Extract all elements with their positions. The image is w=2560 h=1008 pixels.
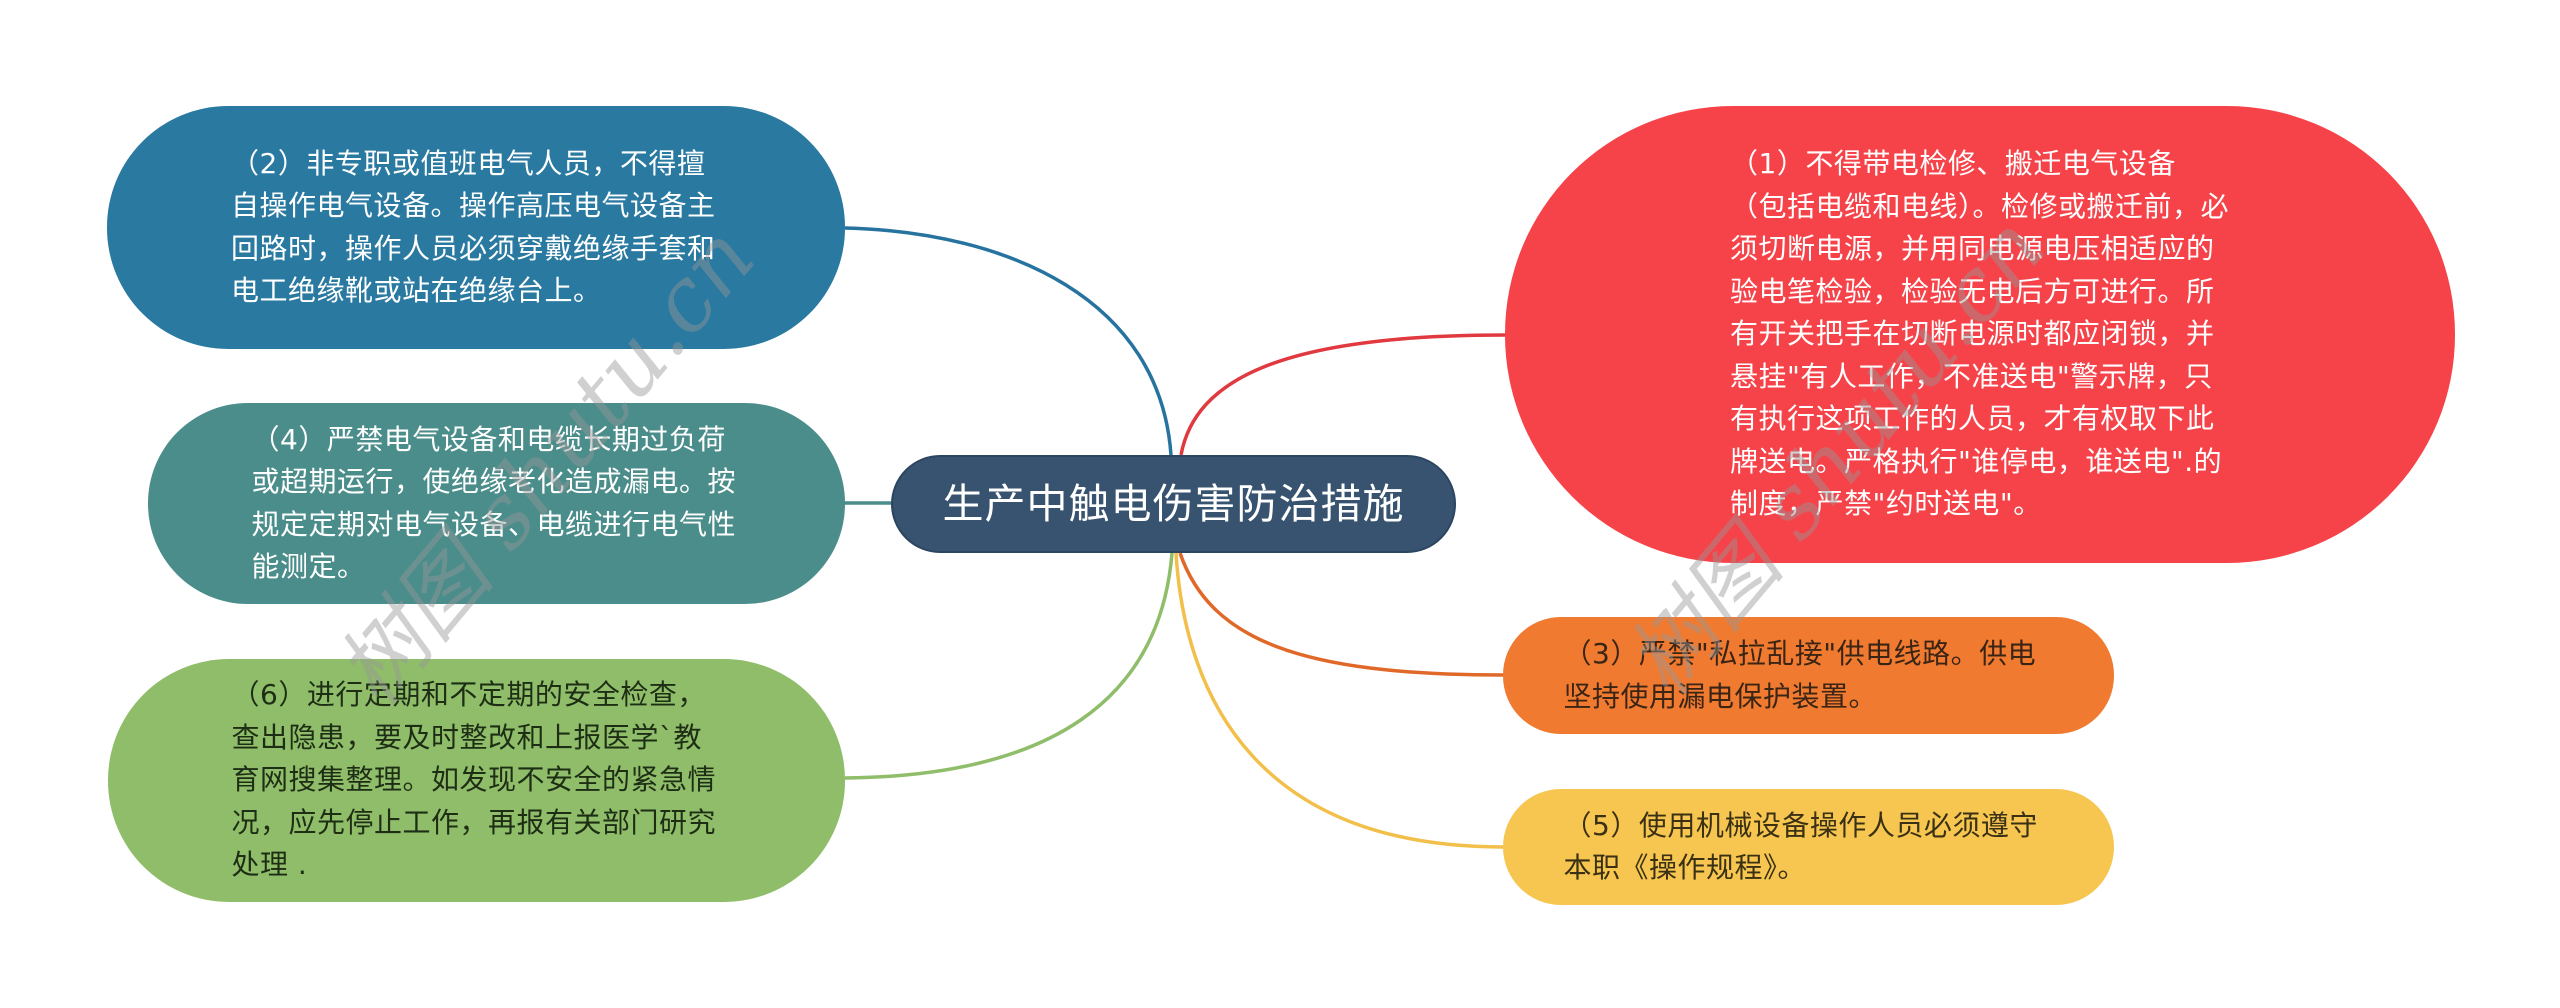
branch-topic-2[interactable]: （2）非专职或值班电气人员，不得擅自操作电气设备。操作高压电气设备主回路时，操作… bbox=[107, 106, 845, 349]
connector-branch-6 bbox=[844, 552, 1174, 780]
branch-topic-3[interactable]: （3）严禁"私拉乱接"供电线路。供电坚持使用漏电保护装置。 bbox=[1503, 617, 2114, 734]
branch-topic-4[interactable]: （4）严禁电气设备和电缆长期过负荷或超期运行，使绝缘老化造成漏电。按规定定期对电… bbox=[148, 403, 845, 604]
branch-topic-6-label: （6）进行定期和不定期的安全检查，查出隐患，要及时整改和上报医学`教育网搜集整理… bbox=[231, 678, 717, 882]
branch-topic-5-label: （5）使用机械设备操作人员必须遵守本职《操作规程》。 bbox=[1563, 808, 2038, 885]
root-topic-label: 生产中触电伤害防治措施 bbox=[942, 480, 1405, 528]
branch-topic-4-label: （4）严禁电气设备和电缆长期过负荷或超期运行，使绝缘老化造成漏电。按规定定期对电… bbox=[251, 422, 737, 584]
connector-branch-3 bbox=[1178, 552, 1504, 677]
branch-topic-3-label: （3）严禁"私拉乱接"供电线路。供电坚持使用漏电保护装置。 bbox=[1563, 637, 2037, 713]
branch-topic-1-label: （1）不得带电检修、搬迁电气设备（包括电缆和电线）。检修或搬迁前，必须切断电源，… bbox=[1730, 147, 2230, 521]
connector-branch-2 bbox=[844, 226, 1173, 456]
branch-topic-6[interactable]: （6）进行定期和不定期的安全检查，查出隐患，要及时整改和上报医学`教育网搜集整理… bbox=[108, 659, 845, 902]
branch-topic-1[interactable]: （1）不得带电检修、搬迁电气设备（包括电缆和电线）。检修或搬迁前，必须切断电源，… bbox=[1505, 106, 2455, 563]
connector-branch-5 bbox=[1174, 552, 1504, 849]
root-topic[interactable]: 生产中触电伤害防治措施 bbox=[891, 455, 1456, 553]
branch-topic-2-label: （2）非专职或值班电气人员，不得擅自操作电气设备。操作高压电气设备主回路时，操作… bbox=[231, 146, 716, 308]
connector-branch-1 bbox=[1179, 333, 1506, 456]
branch-topic-5[interactable]: （5）使用机械设备操作人员必须遵守本职《操作规程》。 bbox=[1503, 789, 2114, 905]
